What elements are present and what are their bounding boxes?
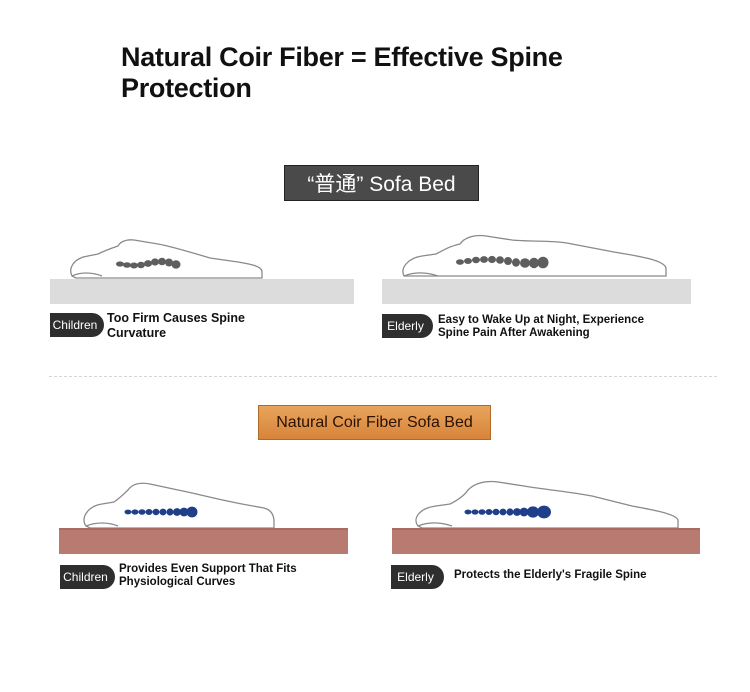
aligned-spine-icon-elderly xyxy=(464,505,551,519)
tag-elderly-coir: Elderly xyxy=(391,565,444,589)
child-sleeping-coir-illustration xyxy=(83,482,275,529)
firm-mattress-elderly xyxy=(382,279,691,304)
coir-mattress-children xyxy=(59,528,348,554)
curved-spine-icon-elderly xyxy=(456,255,549,269)
caption-even-support: Provides Even Support That Fits Physiolo… xyxy=(119,563,297,588)
caption-wake-up-pain: Easy to Wake Up at Night, Experience Spi… xyxy=(438,314,644,339)
coir-mattress-elderly xyxy=(392,528,700,554)
aligned-spine-icon xyxy=(124,506,198,518)
tag-children: Children xyxy=(50,313,104,337)
elderly-sleeping-coir-illustration xyxy=(415,480,679,529)
caption-protects-elderly: Protects the Elderly's Fragile Spine xyxy=(454,569,647,581)
ordinary-sofa-bed-label: “普通” Sofa Bed xyxy=(284,165,479,201)
firm-mattress-children xyxy=(50,279,354,304)
caption-too-firm: Too Firm Causes Spine Curvature xyxy=(107,311,245,340)
section-divider xyxy=(49,376,717,377)
natural-coir-sofa-bed-label: Natural Coir Fiber Sofa Bed xyxy=(258,405,491,440)
page-headline: Natural Coir Fiber = Effective Spine Pro… xyxy=(121,42,563,103)
elderly-sleeping-firm-illustration xyxy=(402,234,667,277)
child-sleeping-firm-illustration xyxy=(70,239,263,279)
tag-children-coir: Children xyxy=(60,565,115,589)
tag-elderly: Elderly xyxy=(382,314,433,338)
curved-spine-icon xyxy=(116,257,181,269)
